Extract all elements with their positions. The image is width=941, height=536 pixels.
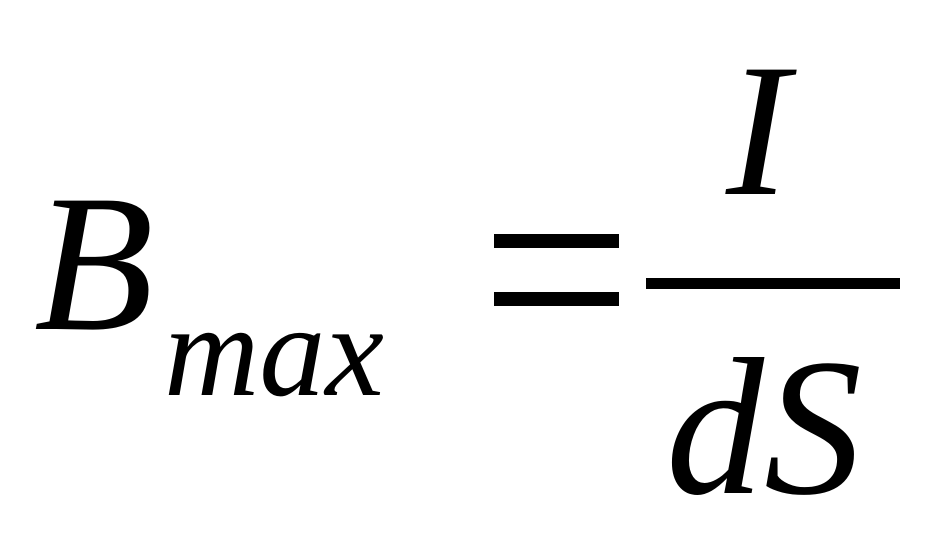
lhs-subscript-max: max bbox=[164, 277, 384, 424]
fraction-denominator: dS bbox=[666, 319, 862, 536]
equals-sign bbox=[494, 234, 619, 306]
fraction-bar bbox=[646, 278, 900, 289]
equals-bottom-bar bbox=[494, 292, 619, 306]
lhs-symbol-b: B bbox=[34, 155, 154, 372]
equals-top-bar bbox=[494, 234, 619, 248]
fraction-numerator: I bbox=[726, 26, 790, 236]
